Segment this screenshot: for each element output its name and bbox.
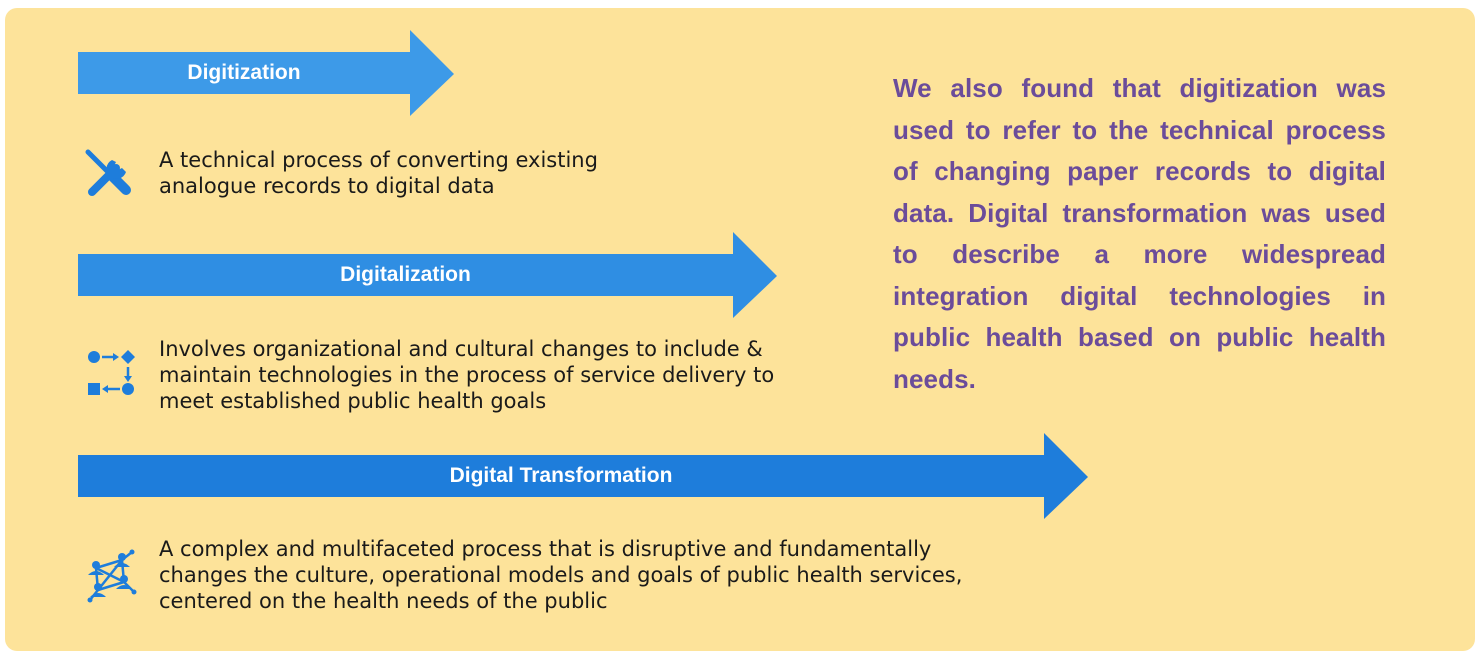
digitalization-description: Involves organizational and cultural cha…: [159, 336, 774, 414]
digital-transformation-arrow: Digital Transformation: [78, 433, 1090, 521]
digitization-arrow: Digitization: [78, 30, 458, 118]
description-line: meet established public health goals: [159, 389, 547, 413]
digital-transformation-title: Digital Transformation: [449, 464, 673, 487]
description-line: maintain technologies in the process of …: [159, 363, 775, 387]
diagram-card: Digitization A technical process of conv…: [5, 8, 1475, 651]
description-line: centered on the health needs of the publ…: [159, 589, 608, 613]
tools-icon: [82, 146, 138, 202]
digitalization-arrow: Digitalization: [78, 232, 778, 320]
digitalization-title: Digitalization: [340, 263, 471, 286]
network-people-icon: [82, 548, 138, 604]
digital-transformation-arrow-shape: [78, 433, 1088, 519]
description-line: Involves organizational and cultural cha…: [159, 337, 763, 361]
description-line: analogue records to digital data: [159, 174, 495, 198]
digitization-description: A technical process of converting existi…: [159, 147, 598, 199]
digitization-title: Digitization: [187, 61, 301, 84]
summary-text: We also found that digitization was used…: [893, 73, 1386, 394]
digital-transformation-description: A complex and multifaceted process that …: [159, 536, 962, 614]
description-line: A technical process of converting existi…: [159, 148, 598, 172]
description-line: changes the culture, operational models …: [159, 563, 963, 587]
digitization-arrow-shape: [78, 30, 454, 116]
process-flow-icon: [82, 345, 138, 401]
digitalization-arrow-shape: [78, 232, 777, 318]
description-line: A complex and multifaceted process that …: [159, 537, 932, 561]
